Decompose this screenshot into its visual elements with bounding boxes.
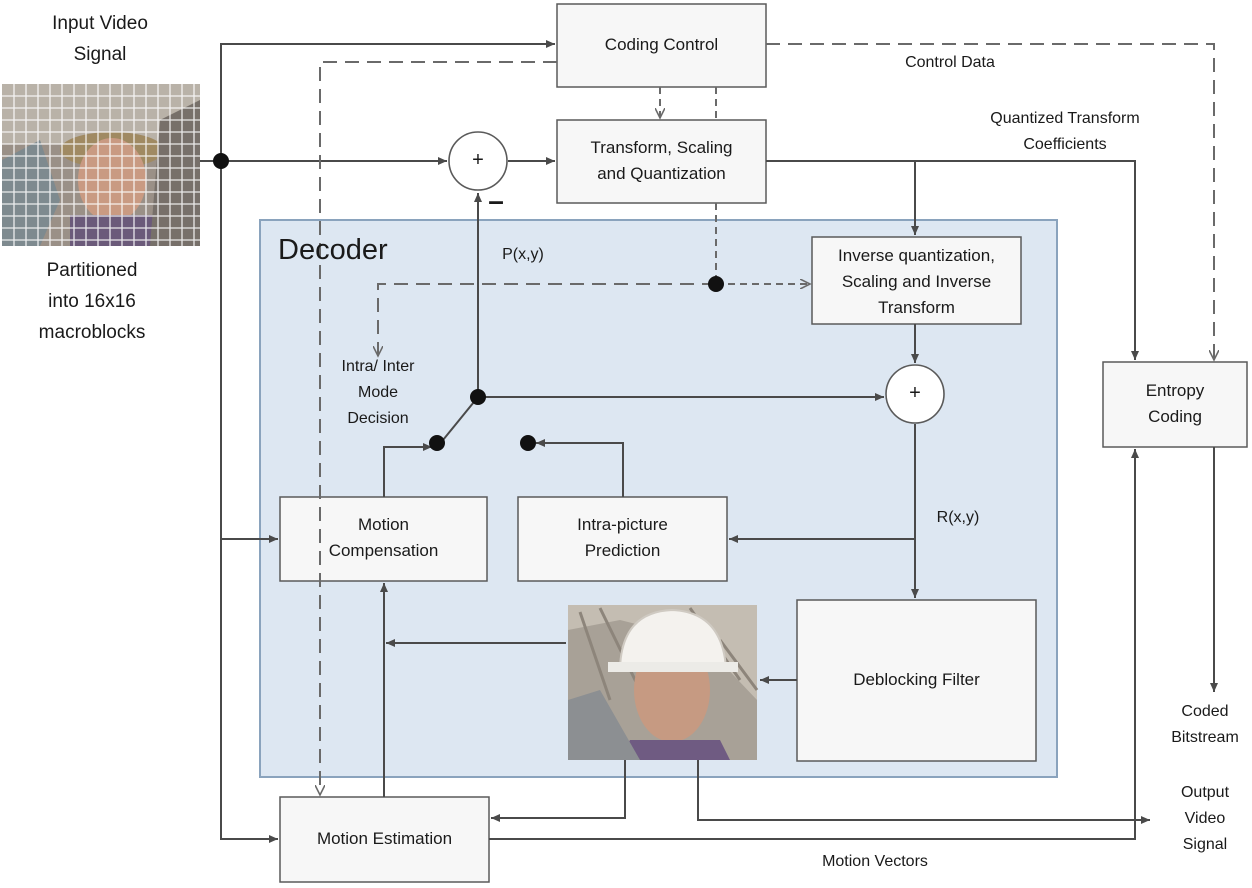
input-frame-image [2, 84, 200, 246]
inverse-transform-label: Inverse quantization, Scaling and Invers… [838, 246, 995, 317]
motion-estimation-label: Motion Estimation [316, 829, 453, 848]
entropy-coding-label: Entropy Coding [1145, 381, 1205, 426]
signal-lines [200, 40, 1218, 843]
motion-compensation-block [279, 496, 488, 582]
pxy-label: P(x,y) [502, 246, 544, 263]
quantized-coefficients-label: Quantized Transform Coefficients [990, 110, 1140, 153]
deblocking-filter-block [796, 599, 1037, 762]
subtractor-plus: + [472, 149, 484, 171]
decoder-title: Decoder [278, 234, 388, 266]
motion-vectors-label: Motion Vectors [822, 853, 928, 870]
rxy-label: R(x,y) [936, 509, 980, 526]
entropy-coding-block [1102, 361, 1248, 448]
deblocking-filter-label: Deblocking Filter [853, 670, 980, 689]
partitioned-label: Partitioned into 16x16 macroblocks [38, 260, 146, 343]
adder-junction [885, 364, 945, 424]
adder-plus: + [909, 382, 921, 404]
subtractor-junction [448, 131, 508, 191]
intra-prediction-label: Intra-picture Prediction [577, 515, 668, 560]
motion-compensation-label: Motion Compensation [328, 515, 439, 560]
subtractor-minus: – [488, 185, 504, 216]
control-data-label: Control Data [905, 54, 995, 71]
transform-label: Transform, Scaling and Quantization [590, 138, 733, 183]
inverse-transform-block [811, 236, 1022, 325]
intra-prediction-block [517, 496, 728, 582]
decoded-frame-image [568, 605, 759, 760]
transform-block [556, 119, 767, 204]
coded-bitstream-label: Coded Bitstream [1171, 703, 1239, 746]
coding-control-block [556, 3, 767, 88]
control-lines [320, 43, 1214, 795]
output-video-label: Output Video Signal [1180, 784, 1230, 853]
motion-estimation-block [279, 796, 490, 883]
input-video-label: Input Video Signal [52, 13, 148, 65]
junction-dots [213, 153, 724, 451]
coding-control-label: Coding Control [604, 35, 719, 54]
mode-decision-label: Intra/ Inter Mode Decision [341, 358, 415, 427]
